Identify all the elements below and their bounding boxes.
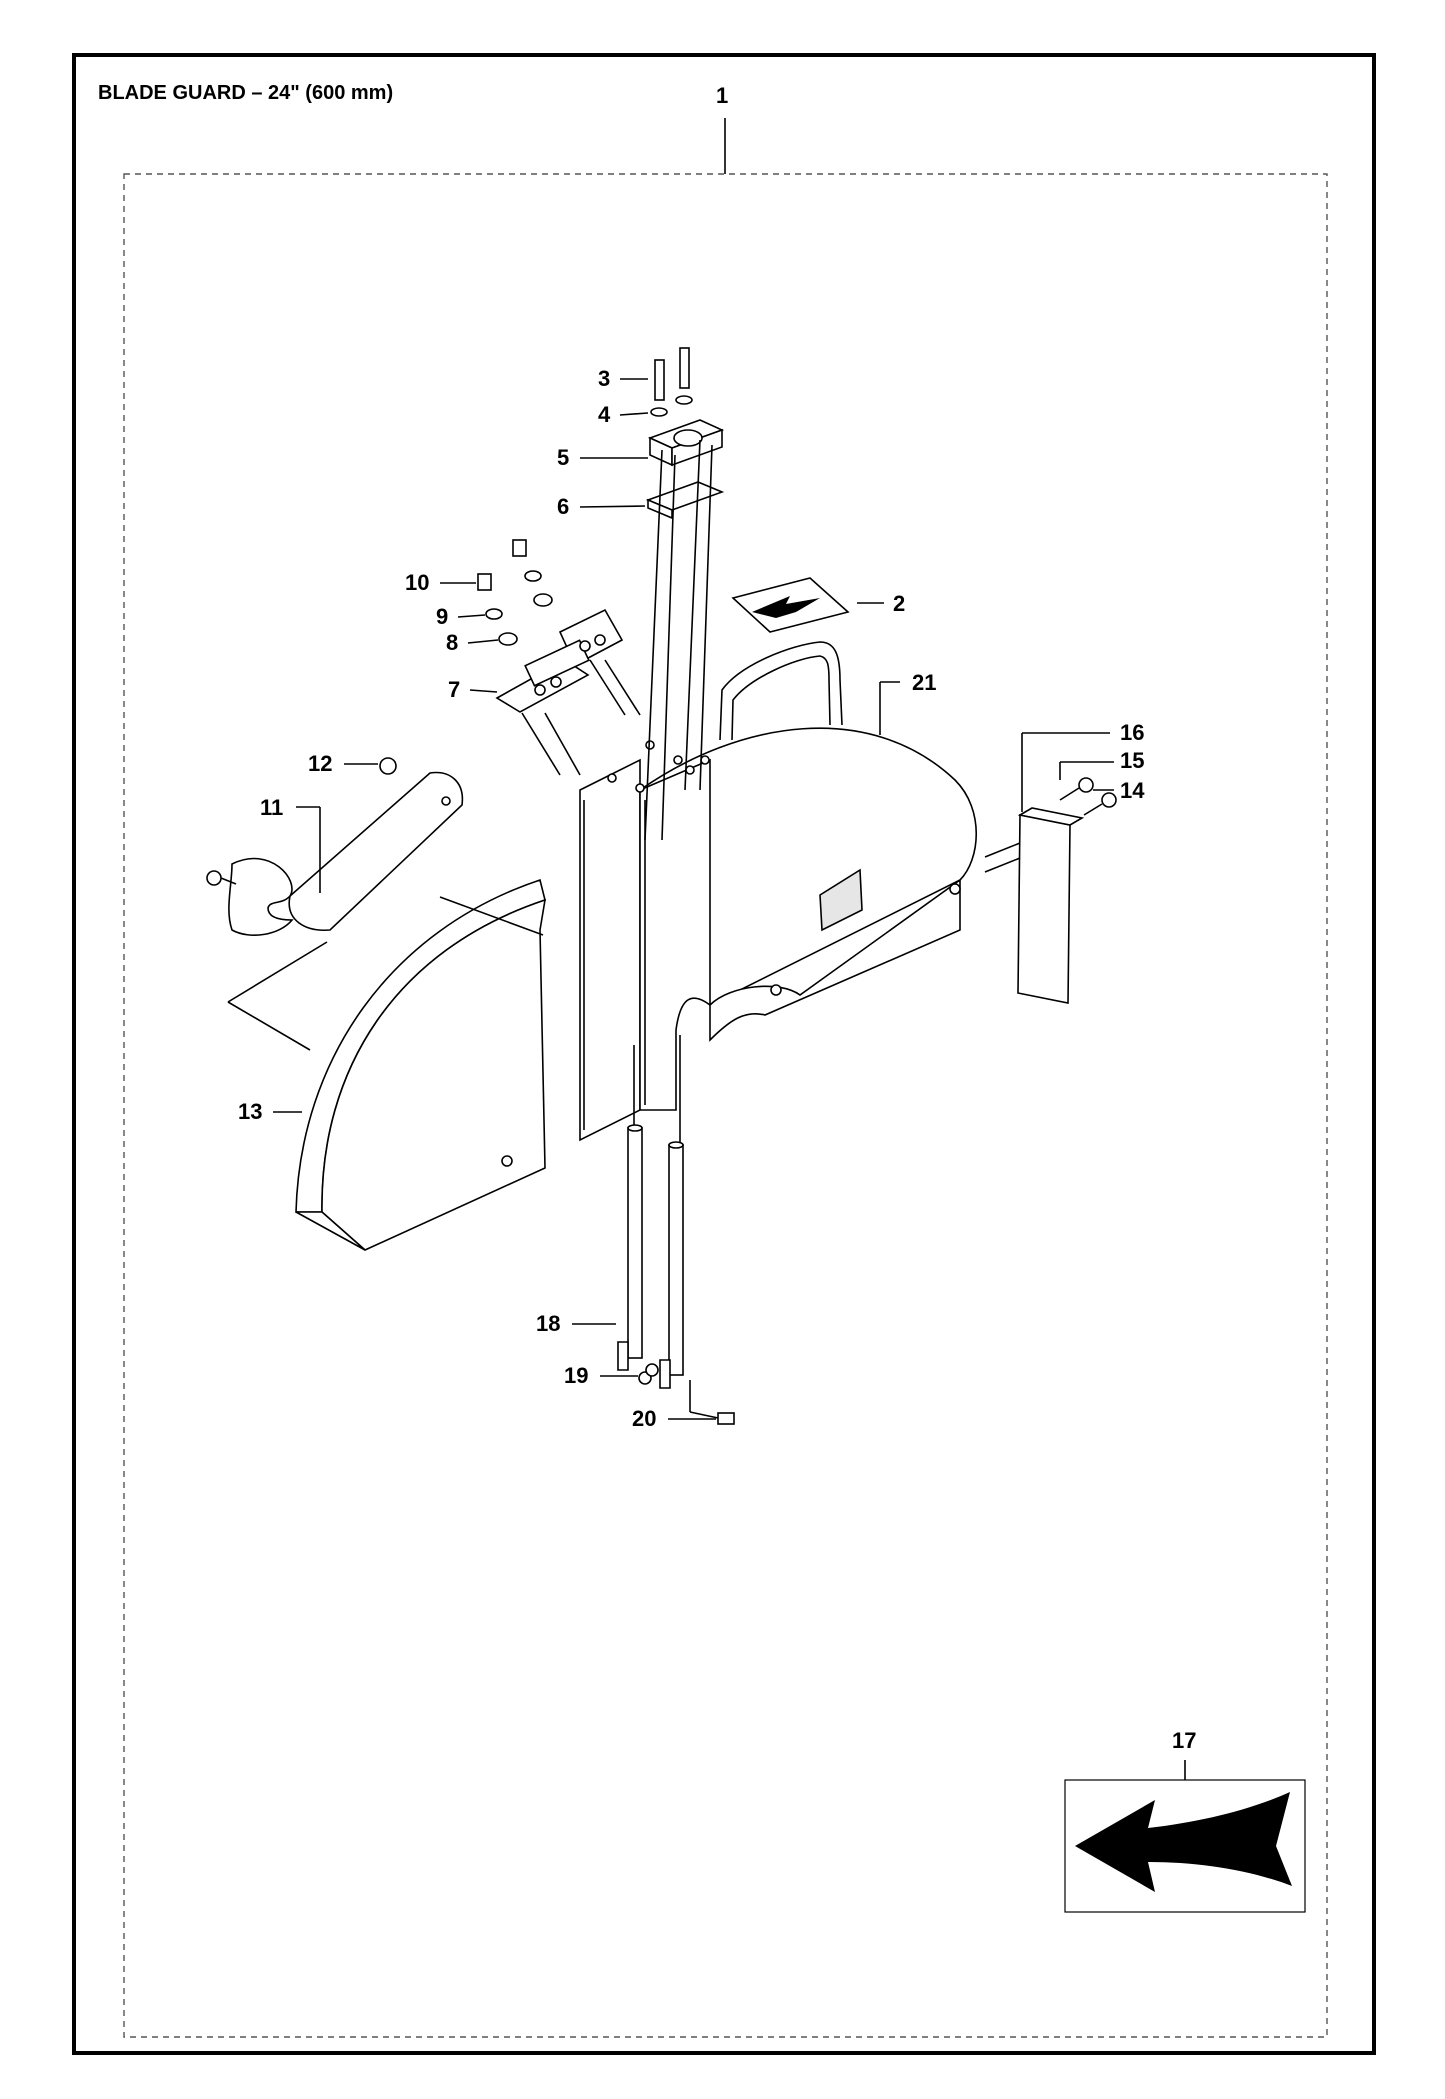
leader-9	[457, 614, 486, 618]
callout-11: 11	[260, 795, 283, 820]
part-18-legs	[617, 1035, 684, 1389]
part-20-bolt	[689, 1411, 735, 1425]
callout-16: 16	[1120, 720, 1144, 745]
callout-8: 8	[446, 630, 458, 655]
part-21-main-guard	[579, 641, 977, 1142]
leader-8	[467, 639, 499, 644]
part-10-bolts	[477, 539, 527, 591]
callout-7: 7	[448, 677, 460, 702]
callout-1: 1	[716, 83, 728, 108]
callout-2: 2	[893, 591, 905, 616]
part-4-washers	[650, 395, 693, 417]
part-17-arrow	[1075, 1792, 1292, 1892]
leader-6	[579, 505, 646, 508]
part-16-side-plate	[984, 790, 1085, 1004]
part-14-15-screws	[1059, 777, 1117, 816]
part-7-hinge	[495, 608, 624, 713]
screw-12	[379, 757, 397, 775]
outer-frame	[72, 53, 1376, 2055]
callout-10: 10	[405, 570, 429, 595]
callout-3: 3	[598, 366, 610, 391]
callout-9: 9	[436, 604, 448, 629]
assembly-boundary	[123, 173, 1328, 2038]
callout-13: 13	[238, 1099, 262, 1124]
hinge-straps	[521, 659, 641, 776]
part-2-arrow-decal	[731, 577, 850, 633]
callout-12: 12	[308, 751, 332, 776]
callout-19: 19	[564, 1363, 588, 1388]
callout-17: 17	[1172, 1728, 1196, 1753]
screw-11	[206, 870, 237, 886]
callout-6: 6	[557, 494, 569, 519]
leader-7	[469, 689, 498, 693]
callout-20: 20	[632, 1406, 656, 1431]
callout-4: 4	[598, 402, 611, 427]
callout-21: 21	[912, 670, 936, 695]
part-9-washers	[485, 570, 542, 620]
part-3-bolts	[654, 347, 690, 401]
callout-5: 5	[557, 445, 569, 470]
part-5-clamp-block	[647, 419, 725, 467]
part-19-nuts	[638, 1363, 659, 1385]
page-title: BLADE GUARD – 24" (600 mm)	[98, 82, 393, 104]
callout-18: 18	[536, 1311, 560, 1336]
part-8-washers	[498, 593, 553, 646]
callout-14: 14	[1120, 778, 1145, 803]
callout-15: 15	[1120, 748, 1144, 773]
leader-4	[619, 412, 649, 416]
part-11-rear-flap	[228, 771, 464, 936]
part-13-front-guard	[227, 878, 547, 1251]
clamp-rods	[644, 439, 713, 841]
